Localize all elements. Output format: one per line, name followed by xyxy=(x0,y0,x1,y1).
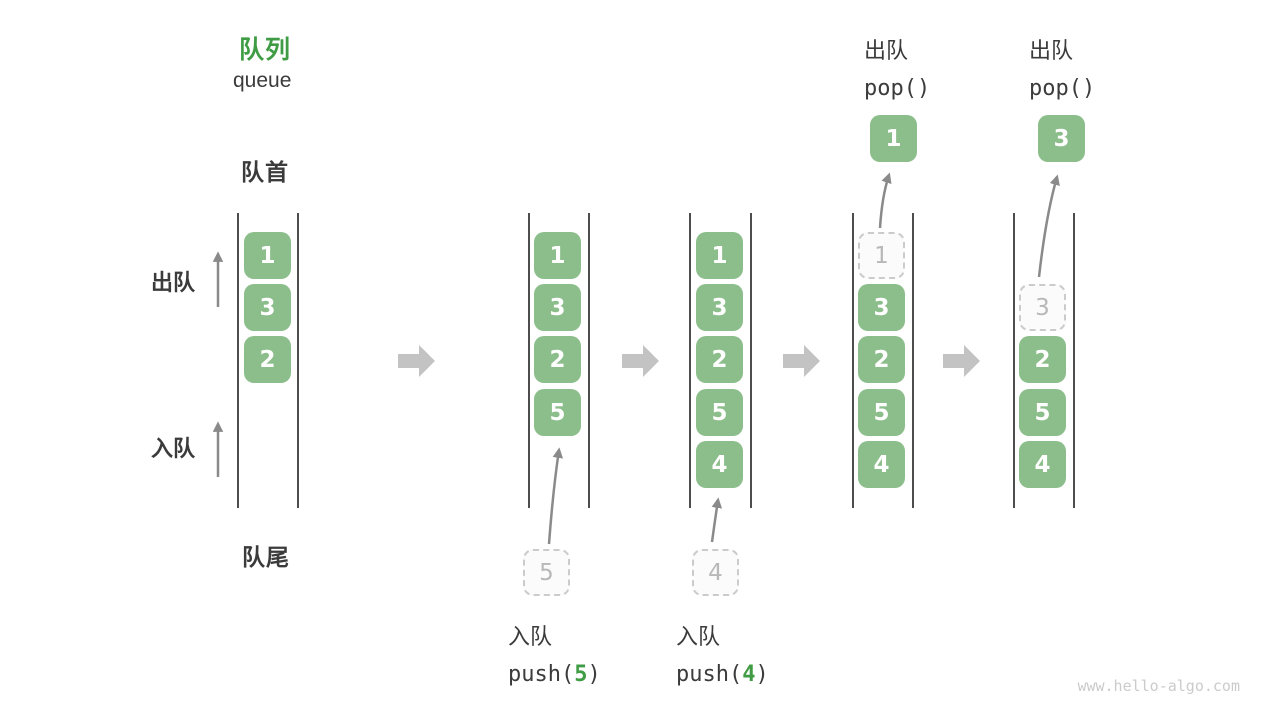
queue-cell: 1 xyxy=(696,232,743,279)
queue-cell: 2 xyxy=(1019,336,1066,383)
queue-cell: 5 xyxy=(534,389,581,436)
queue-cell: 1 xyxy=(534,232,581,279)
pop3-code-label: pop() xyxy=(1029,76,1096,101)
push5-flow-arrow xyxy=(547,447,564,545)
diagram-subtitle: queue xyxy=(233,69,292,92)
step-arrow-3 xyxy=(783,345,820,377)
queue-cell: 3 xyxy=(696,284,743,331)
queue-cell: 3 xyxy=(858,284,905,331)
step-arrow-1 xyxy=(398,345,435,377)
pop3-zh-label: 出队 xyxy=(1029,38,1074,63)
popped-slot-cell: 3 xyxy=(1019,284,1066,331)
queue-cell: 2 xyxy=(534,336,581,383)
queue-cell: 4 xyxy=(696,441,743,488)
queue-rear-label: 队尾 xyxy=(242,544,290,570)
enqueue-side-label: 入队 xyxy=(151,436,196,461)
push4-flow-arrow xyxy=(710,497,723,543)
push4-code-label: push(4) xyxy=(676,662,769,687)
pop1-code-label: pop() xyxy=(864,76,931,101)
queue-cell: 4 xyxy=(1019,441,1066,488)
queue-wall xyxy=(689,213,691,508)
queue-cell: 1 xyxy=(244,232,291,279)
queue-wall xyxy=(1013,213,1015,508)
watermark: www.hello-algo.com xyxy=(1077,677,1240,695)
push5-zh-label: 入队 xyxy=(508,624,553,649)
queue-wall xyxy=(1073,213,1075,508)
push5-code-label: push(5) xyxy=(508,662,601,687)
pop1-zh-label: 出队 xyxy=(864,38,909,63)
queue-cell: 3 xyxy=(244,284,291,331)
queue-wall xyxy=(750,213,752,508)
step-arrow-4 xyxy=(943,345,980,377)
push4-operation-label: 入队 push(4) xyxy=(676,619,769,687)
queue-cell: 2 xyxy=(244,336,291,383)
queue-front-label: 队首 xyxy=(241,159,289,185)
queue-wall xyxy=(237,213,239,508)
step-arrow-2 xyxy=(622,345,659,377)
pop1-operation-label: 出队 pop() xyxy=(864,33,930,101)
queue-wall xyxy=(852,213,854,508)
queue-wall xyxy=(588,213,590,508)
queue-cell: 2 xyxy=(696,336,743,383)
incoming-cell: 4 xyxy=(692,549,739,596)
popped-cell: 3 xyxy=(1038,115,1085,162)
queue-cell: 5 xyxy=(696,389,743,436)
queue-cell: 2 xyxy=(858,336,905,383)
popped-slot-cell: 1 xyxy=(858,232,905,279)
queue-cell: 5 xyxy=(858,389,905,436)
queue-wall xyxy=(912,213,914,508)
queue-wall xyxy=(528,213,530,508)
queue-cell: 3 xyxy=(534,284,581,331)
incoming-cell: 5 xyxy=(523,549,570,596)
diagram-title: 队列 xyxy=(239,36,292,64)
popped-cell: 1 xyxy=(870,115,917,162)
pop3-flow-arrow xyxy=(1037,174,1060,278)
queue-wall xyxy=(297,213,299,508)
pop1-flow-arrow xyxy=(878,172,892,229)
push4-zh-label: 入队 xyxy=(676,624,721,649)
queue-cell: 5 xyxy=(1019,389,1066,436)
pop3-operation-label: 出队 pop() xyxy=(1029,33,1095,101)
dequeue-side-label: 出队 xyxy=(151,270,196,295)
push5-operation-label: 入队 push(5) xyxy=(508,619,601,687)
queue-cell: 4 xyxy=(858,441,905,488)
